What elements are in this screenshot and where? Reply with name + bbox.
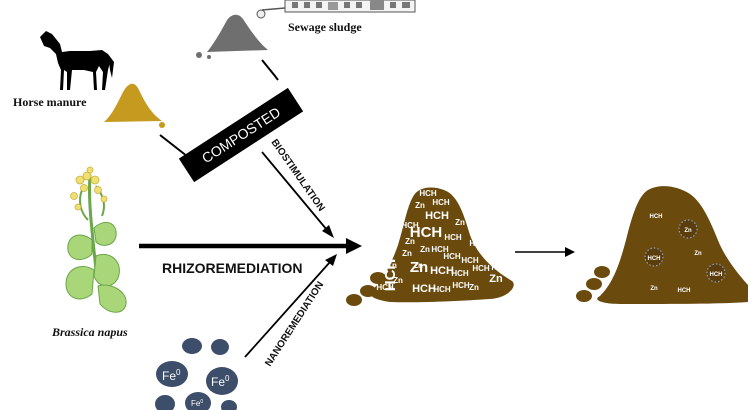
contaminant-word: Zn [455, 218, 465, 227]
contaminant-word: HCH [461, 256, 479, 265]
contaminant-word: Zn [489, 273, 503, 285]
contaminant-word: HCH [451, 269, 469, 278]
contaminant-word: Zn [410, 259, 428, 276]
brassica-napus-label: Brassica napus [51, 325, 128, 339]
contaminant-word: HCH [431, 245, 449, 254]
contaminant-word: HCH [443, 252, 461, 261]
sewage-sludge-pile [207, 14, 268, 52]
contaminant-word: HCH [376, 283, 394, 292]
remediated-word: Zn [684, 228, 692, 234]
contaminant-word: HCH [491, 263, 509, 272]
nanoremediation-arrow [244, 261, 331, 358]
contaminant-word: HCH [469, 239, 487, 248]
horse-manure-pile [104, 83, 162, 122]
remediated-word: HCH [710, 272, 723, 278]
contaminant-word: Zn [469, 283, 479, 292]
remediated-word: HCH [648, 256, 661, 262]
biostimulation-arrow [261, 151, 328, 231]
contaminant-word: Zn [405, 237, 415, 246]
sludge-connector-line [261, 59, 279, 81]
remediated-word: HCH [650, 214, 663, 220]
contaminant-word: Zn [413, 261, 423, 270]
nanoremediation-label: NANOREMEDIATION [263, 280, 326, 369]
sewage-plant-icon [256, 0, 416, 19]
encapsulated-particle [644, 247, 664, 267]
composted-bar: COMPOSTED [178, 87, 304, 183]
brassica-napus-plant-icon [65, 166, 127, 313]
contaminant-word: Zn [420, 245, 430, 254]
contaminated-soil-pile [370, 187, 514, 303]
remediated-word: HCH [678, 288, 691, 294]
contaminant-word: HCH [425, 210, 449, 222]
remediated-soil-pile [597, 186, 748, 304]
contaminant-word: HCH [452, 281, 470, 290]
contaminant-word: HCH [410, 224, 443, 241]
contaminant-word: HCH [472, 264, 490, 273]
contaminant-word: Zn [387, 261, 397, 270]
contaminant-word: HCH [432, 198, 450, 207]
fe0-label: Fe0 [211, 374, 230, 389]
contaminant-word: HCH [382, 259, 399, 292]
contaminant-word: HCH [433, 285, 451, 294]
fe0-small-label: Fe0 [191, 399, 203, 408]
contaminant-word: HCH [430, 265, 454, 277]
remediated-word: Zn [650, 286, 658, 292]
contaminant-word: Zn [393, 276, 403, 285]
encapsulated-particle [678, 219, 698, 239]
sewage-sludge-label: Sewage sludge [288, 20, 362, 34]
contaminant-word: Zn [415, 201, 425, 210]
horse-manure-label: Horse manure [13, 95, 87, 109]
contaminant-word: HCH [444, 233, 462, 242]
biostimulation-label: BIOSTIMULATION [269, 137, 327, 213]
nanoparticles-icon [155, 338, 238, 410]
remediated-word: Zn [694, 251, 702, 257]
fe0-label: Fe0 [162, 368, 181, 383]
contaminant-word: HCH [401, 221, 419, 230]
rhizoremediation-label: RHIZOREMEDIATION [162, 260, 303, 276]
contaminant-word: HCH [412, 283, 436, 295]
composted-label: COMPOSTED [199, 104, 283, 167]
contaminant-word: Zn [402, 249, 412, 258]
horse-icon [40, 31, 114, 90]
contaminant-word: HCH [419, 189, 437, 198]
encapsulated-particle [706, 263, 726, 283]
